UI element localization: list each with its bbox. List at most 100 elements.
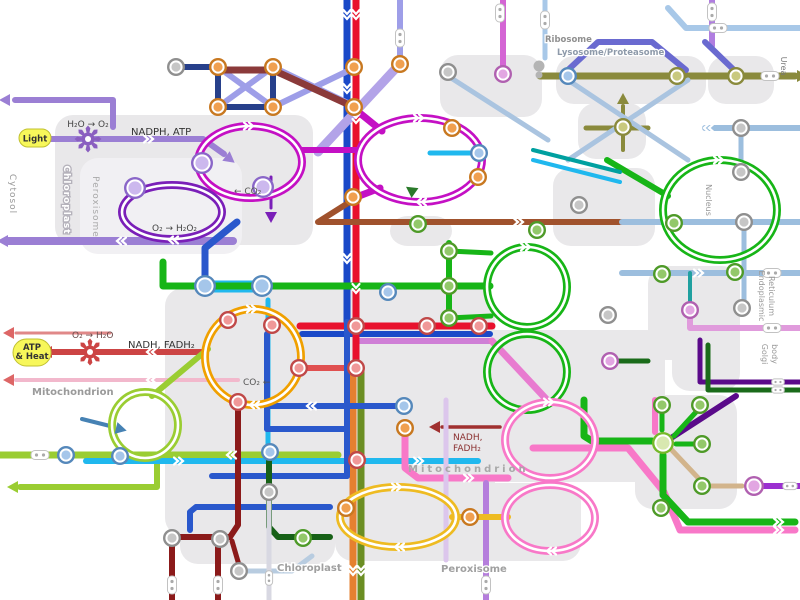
map-label-1: NADPH, ATP <box>131 127 191 138</box>
station-node-blue <box>395 397 413 415</box>
pentose-phosphate-loop-core <box>356 116 484 204</box>
green-loop-right-core <box>661 158 779 262</box>
arrowhead <box>3 374 14 386</box>
pathway-line-46 <box>665 443 705 485</box>
station-node-green <box>652 499 670 517</box>
station-node-limehub <box>652 432 674 454</box>
station-node-grey <box>732 163 750 181</box>
station-node-green <box>693 435 711 453</box>
pathway-line-56 <box>401 432 512 482</box>
interchange-lozenge <box>760 71 780 81</box>
layer-nodes <box>57 55 764 580</box>
map-label-17: Lysosome/Proteasome <box>557 48 664 58</box>
map-label-3: O₂ → H₂O₂ <box>152 224 197 234</box>
chevron-mark <box>142 134 155 144</box>
pathway-line-53 <box>671 409 699 439</box>
light-bubble-label: Light <box>23 135 48 145</box>
chevron-mark <box>712 155 725 165</box>
pathway-line-69 <box>229 538 242 568</box>
chevron-mark <box>342 82 352 95</box>
chevron-mark <box>172 456 185 466</box>
green-loop-a-core <box>485 245 569 329</box>
chevron-mark <box>692 268 705 278</box>
interchange-lozenge <box>762 268 782 278</box>
map-label-10: CO₂ ← <box>243 378 271 388</box>
photosystem-gear-icon <box>74 125 102 153</box>
station-node-blue <box>194 275 216 297</box>
map-label-2: ← CO₂ <box>234 187 262 197</box>
map-label-4: Peroxisome <box>90 176 100 238</box>
station-node-blue <box>261 443 279 461</box>
pathway-line-18 <box>12 97 116 130</box>
station-node-green <box>409 215 427 233</box>
arrowhead <box>222 151 235 163</box>
station-node-green <box>691 396 709 414</box>
station-node-blue <box>559 67 577 85</box>
interchange-lozenge <box>540 10 550 30</box>
box-mid-right <box>553 168 655 246</box>
atp-heat-bubble-label: ATP& Heat <box>15 343 48 362</box>
arrowhead <box>405 186 419 198</box>
station-node-blue <box>57 446 75 464</box>
station-node-orange <box>443 119 461 137</box>
chevron-mark <box>342 252 352 265</box>
station-node-grey <box>570 196 588 214</box>
station-node-salmon <box>418 317 436 335</box>
chevron-mark <box>462 473 475 483</box>
chevron-mark <box>415 197 428 207</box>
station-node-orchid <box>601 352 619 370</box>
pathway-line-57 <box>488 337 552 405</box>
station-node-lavender <box>191 152 213 174</box>
station-node-olive <box>668 67 686 85</box>
pathway-line-79 <box>445 73 551 143</box>
station-node-grey <box>260 483 278 501</box>
arrowhead <box>7 481 18 493</box>
photorespiration-loop-core <box>120 183 224 241</box>
station-node-orchid <box>494 65 512 83</box>
station-node-blue <box>251 275 273 297</box>
pathway-line-34 <box>315 195 669 225</box>
map-label-16: Ribosome <box>545 35 592 45</box>
station-node-green <box>653 265 671 283</box>
chevron-mark <box>351 8 361 21</box>
chevron-mark <box>305 401 318 411</box>
chevron-mark <box>145 375 158 385</box>
station-node-salmon <box>470 317 488 335</box>
station-node-orange <box>391 55 409 73</box>
station-node-grey <box>163 529 181 547</box>
station-node-orange <box>469 168 487 186</box>
map-label-0: H₂O → O₂ <box>67 120 109 130</box>
pathway-line-82 <box>665 5 800 31</box>
station-node-olive <box>614 118 632 136</box>
pathway-line-91 <box>531 148 622 174</box>
station-node-blue <box>470 144 488 162</box>
map-label-21: Golgi <box>760 344 769 365</box>
station-node-salmon <box>347 359 365 377</box>
chevron-mark <box>145 347 158 357</box>
chevron-mark <box>348 564 358 577</box>
interchange-lozenge <box>771 378 785 386</box>
station-node-green <box>665 214 683 232</box>
map-label-9: Mitochondrion <box>32 387 114 398</box>
station-node-lavender <box>124 177 146 199</box>
chevron-mark <box>342 8 352 21</box>
station-node-green <box>693 477 711 495</box>
interchange-lozenge <box>167 575 177 595</box>
station-node-salmon <box>263 316 281 334</box>
station-node-lavender <box>252 176 274 198</box>
station-node-grey <box>733 299 751 317</box>
map-label-6: Cytosol <box>7 174 17 214</box>
station-node-orange <box>461 508 479 526</box>
map-label-8: NADH, FADH₂ <box>128 340 195 351</box>
chevron-mark <box>412 456 425 466</box>
station-node-green <box>440 309 458 327</box>
interchange-lozenge <box>481 575 491 595</box>
station-node-green <box>726 263 744 281</box>
map-label-13: Mitochondrion <box>408 464 529 475</box>
station-node-blue <box>111 447 129 465</box>
chevron-mark <box>545 546 558 556</box>
station-node-orange <box>264 58 282 76</box>
station-node-orange <box>264 98 282 116</box>
